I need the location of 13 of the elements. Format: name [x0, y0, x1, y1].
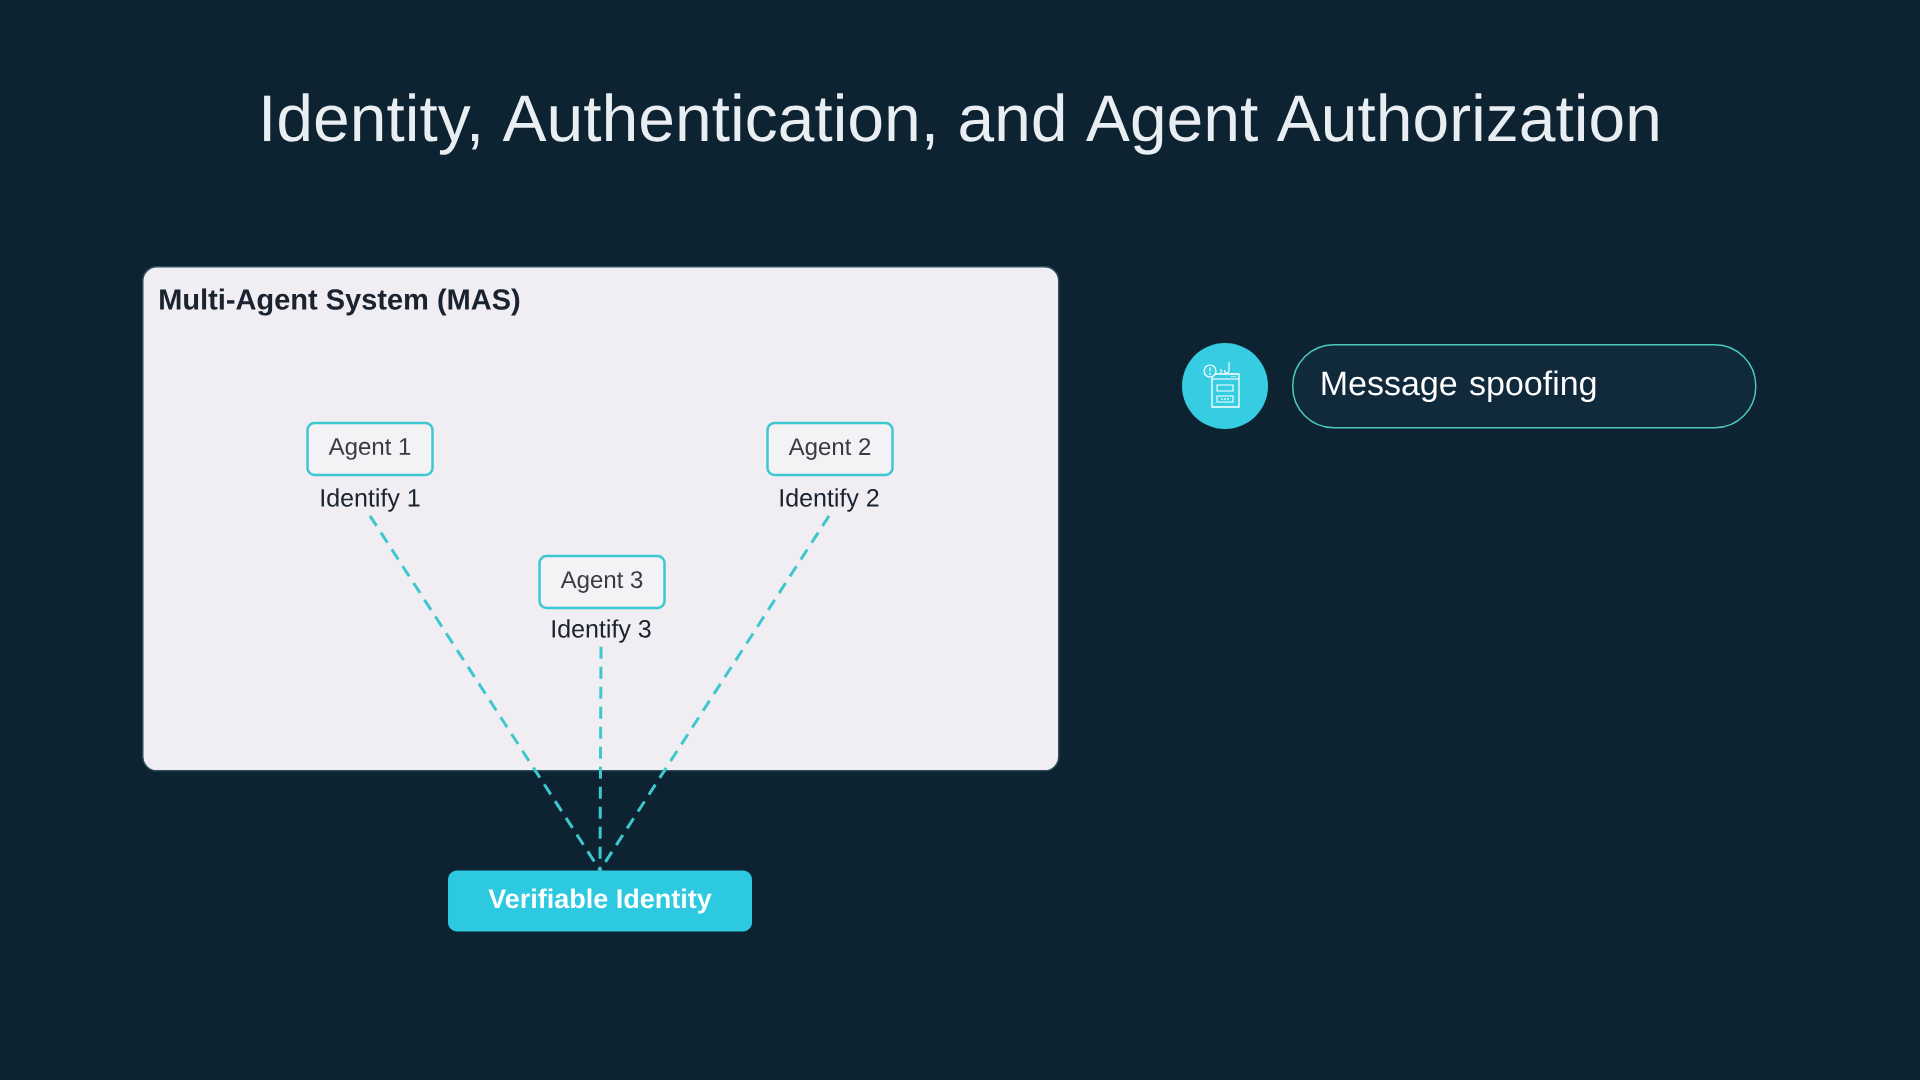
agent-box: Agent 2: [766, 421, 894, 477]
label-pill: Message spoofing: [1292, 344, 1757, 429]
connector-line: [368, 515, 602, 872]
identity-label: Identify 3: [552, 619, 651, 643]
slide-title: Identity, Authentication, and Agent Authorization: [264, 93, 1658, 155]
identity-label: Identify 1: [321, 488, 420, 512]
connector-line: [598, 646, 603, 871]
agent-box: Agent 3: [538, 554, 666, 610]
panel-heading: Multi-Agent System (MAS): [160, 288, 520, 316]
agent-box: Agent 1: [306, 421, 434, 477]
identity-label: Identify 2: [780, 488, 879, 512]
highlight-box: Verifiable Identity: [448, 870, 752, 932]
connector-line: [598, 515, 831, 872]
